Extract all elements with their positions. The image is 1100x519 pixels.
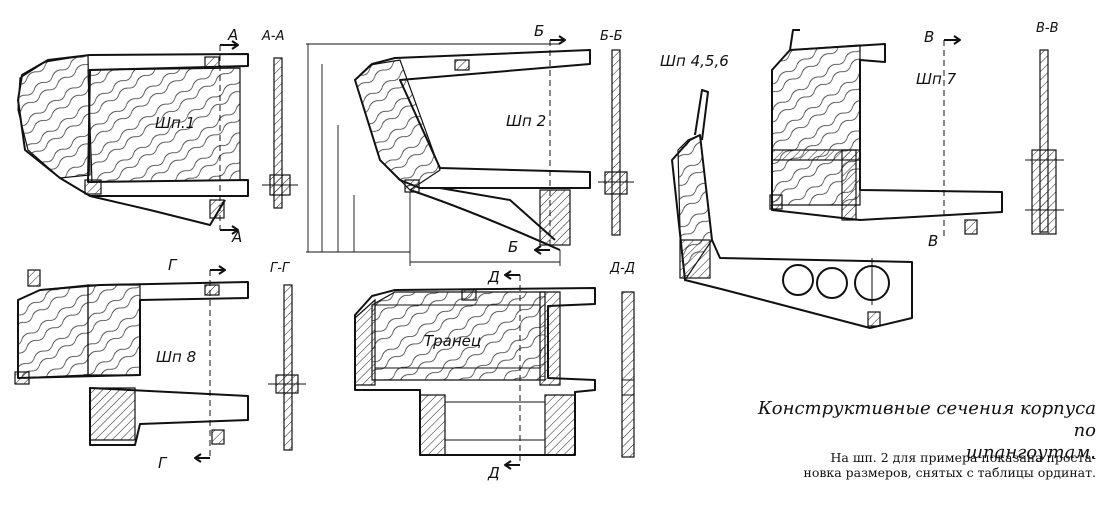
mark-b-bottom: Б xyxy=(508,238,518,256)
frame-1-outline xyxy=(17,53,249,197)
section-d-d-plank xyxy=(621,291,635,458)
frame-1-chine-block xyxy=(84,179,102,195)
mark-g-top: Г xyxy=(168,256,178,274)
frame-2-deck-clamp xyxy=(454,59,470,71)
frame-456-stem xyxy=(694,89,709,141)
section-a-a-label: А-А xyxy=(261,29,284,44)
transom-right-post xyxy=(539,291,561,386)
frame-2-arrow-bottom xyxy=(534,245,550,255)
section-a-a-plank xyxy=(273,57,283,209)
frame-8-keel-block xyxy=(211,429,225,445)
section-v-v-detail xyxy=(1025,49,1064,235)
section-d-d-detail xyxy=(621,291,635,458)
frame-2-keel-block xyxy=(539,189,571,246)
caption-title-line-2: шпангоутам. xyxy=(965,442,1096,463)
caption-body-line-1: На шп. 2 для примера показана проста- xyxy=(830,450,1096,465)
mark-b-top: Б xyxy=(534,22,544,40)
frame-8-web xyxy=(87,284,141,376)
frame-7-outline xyxy=(771,43,1003,221)
frame-2-section xyxy=(306,35,591,266)
frame-456-chine-block xyxy=(679,239,711,279)
section-g-g-label: Г-Г xyxy=(270,261,291,276)
frame-8-arrow-bottom xyxy=(194,453,210,463)
section-g-g-detail xyxy=(268,284,306,451)
frame-456-section xyxy=(671,89,913,329)
section-g-g-plank xyxy=(283,284,293,451)
frame-1-keel-block xyxy=(209,199,225,219)
frame-7-arrow-top xyxy=(944,35,961,45)
transom-deck-clamp xyxy=(461,289,477,301)
frame-2-bottom-curve xyxy=(409,189,561,251)
frame-1-side-planking xyxy=(17,54,91,179)
frame-2-chine-block xyxy=(404,179,420,193)
transom-arrow-bottom xyxy=(504,460,520,470)
frame-8-deck-clamp xyxy=(204,284,220,296)
frame-8-outline xyxy=(17,281,249,379)
section-b-b-block xyxy=(604,171,628,195)
transom-lower-left xyxy=(419,394,446,456)
frame-2-side-planking xyxy=(354,59,441,191)
caption-body: На шп. 2 для примера показана проста- но… xyxy=(724,450,1096,480)
frame-8-chine-block xyxy=(14,371,30,385)
frame-8-section xyxy=(14,265,249,463)
frame-7-stem xyxy=(789,29,800,51)
transom-left-post xyxy=(354,298,376,386)
frame-1-keel xyxy=(89,195,226,226)
frame-8-lower-post xyxy=(89,387,136,441)
frame-1-label: Шп.1 xyxy=(155,114,195,132)
frame-2-arrow-top xyxy=(550,35,566,45)
mark-d-bottom: Д xyxy=(487,464,500,482)
frame-8-lower xyxy=(89,387,249,446)
mark-d-top: Д xyxy=(487,268,500,286)
mark-v-bottom: В xyxy=(928,232,938,250)
caption-body-line-2: новка размеров, снятых с таблицы ординат… xyxy=(803,465,1096,480)
section-d-d-label: Д-Д xyxy=(609,261,635,276)
frame-7-frame-post xyxy=(841,149,857,221)
lightening-hole-2 xyxy=(816,267,848,299)
frame-2-label: Шп 2 xyxy=(506,112,546,130)
frame-1-arrow-top xyxy=(220,40,239,50)
frame-7-beam xyxy=(771,149,861,161)
transom-lower-right xyxy=(544,394,576,456)
frame-1-deck-clamp xyxy=(204,56,220,68)
mark-g-bottom: Г xyxy=(158,454,168,472)
mark-a-bottom: А xyxy=(231,228,242,246)
frame-456-label: Шп 4,5,6 xyxy=(660,52,729,70)
frame-8-arrow-top xyxy=(210,265,226,275)
transom-section xyxy=(354,270,596,470)
caption-title: Конструктивные сечения корпуса по шпанго… xyxy=(736,398,1096,464)
section-b-b-plank xyxy=(611,49,621,236)
section-b-b-detail xyxy=(598,49,634,236)
frame-8-gunwale xyxy=(27,269,41,287)
frame-1-arrow-bottom xyxy=(220,225,239,235)
frame-7-keel-block xyxy=(964,219,978,235)
transom-label: Транец xyxy=(424,332,481,350)
frame-456-outline xyxy=(671,134,913,329)
frame-7-label: Шп 7 xyxy=(916,70,957,88)
section-b-b-label: Б-Б xyxy=(600,29,623,44)
frame-8-side-panel xyxy=(17,284,89,379)
frame-2-outline xyxy=(354,49,591,189)
caption-title-line-1: Конструктивные сечения корпуса по xyxy=(757,398,1096,441)
lightening-hole-1 xyxy=(782,264,814,296)
mark-a-top: А xyxy=(227,26,238,44)
mark-v-top: В xyxy=(924,28,934,46)
section-v-v-block xyxy=(1031,149,1057,235)
transom-arrow-top xyxy=(504,270,520,280)
section-v-v-label: В-В xyxy=(1036,21,1059,36)
frame-456-keel-block xyxy=(867,311,881,327)
frame-8-label: Шп 8 xyxy=(156,348,196,366)
frame-7-chine-block xyxy=(769,194,783,210)
frame-2-floor xyxy=(439,187,556,241)
section-a-a-detail xyxy=(262,57,298,209)
frame-7-section xyxy=(769,29,1003,240)
frame-1-section xyxy=(17,40,249,235)
